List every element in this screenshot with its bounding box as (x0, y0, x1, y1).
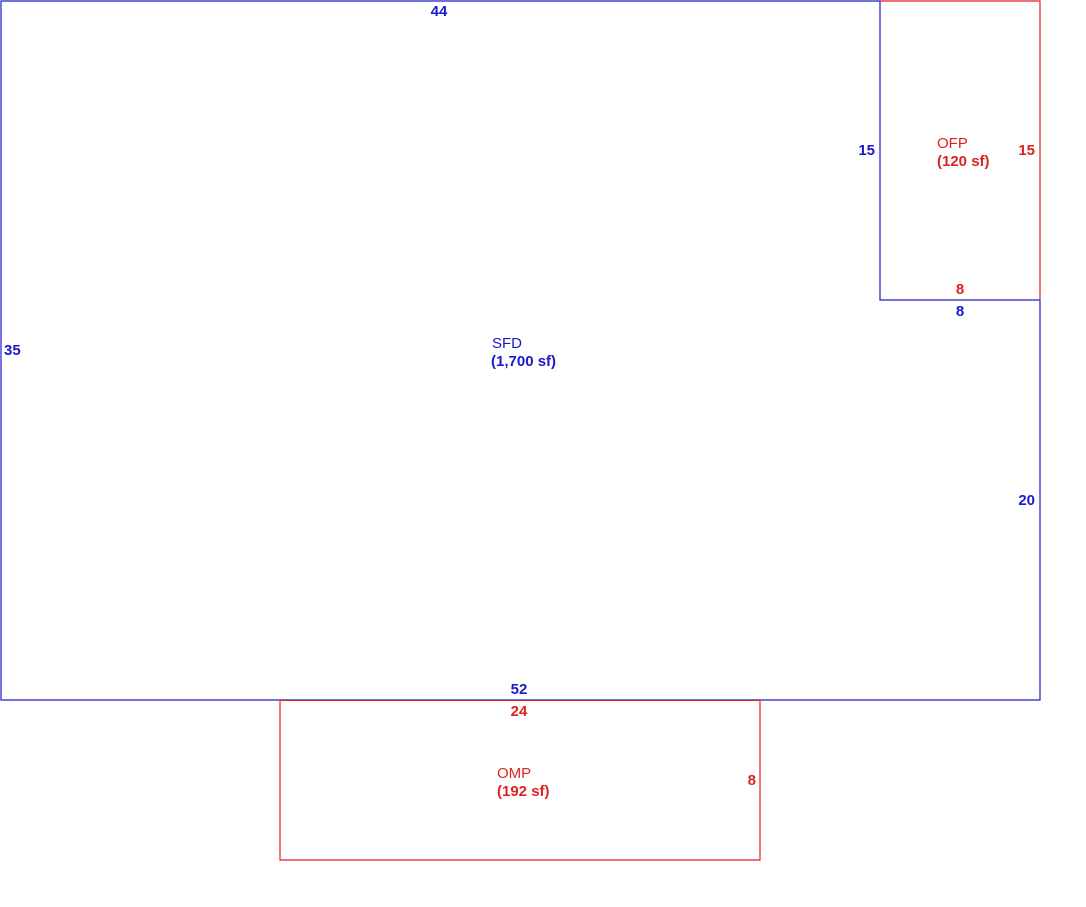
sfd-dim-left: 35 (4, 342, 21, 359)
sfd-dim-right: 20 (1018, 492, 1035, 509)
sfd-label: SFD (492, 335, 522, 352)
ofp-dim-right: 15 (1018, 142, 1035, 159)
sfd-dim-bottom: 52 (511, 681, 528, 698)
sfd-dim-ofp-bottom: 8 (956, 303, 964, 320)
sfd-area: (1,700 sf) (491, 353, 556, 370)
sfd-dim-top: 44 (431, 3, 448, 20)
ofp-area: (120 sf) (937, 153, 990, 170)
omp-outline (279, 700, 761, 861)
omp-dim-top: 24 (511, 703, 528, 720)
sfd-dim-ofp-left: 15 (858, 142, 875, 159)
ofp-label: OFP (937, 135, 968, 152)
omp-label: OMP (497, 765, 531, 782)
omp-area: (192 sf) (497, 783, 550, 800)
ofp-outline (880, 0, 1041, 300)
omp-dim-right: 8 (748, 772, 756, 789)
ofp-dim-bottom: 8 (956, 281, 964, 298)
